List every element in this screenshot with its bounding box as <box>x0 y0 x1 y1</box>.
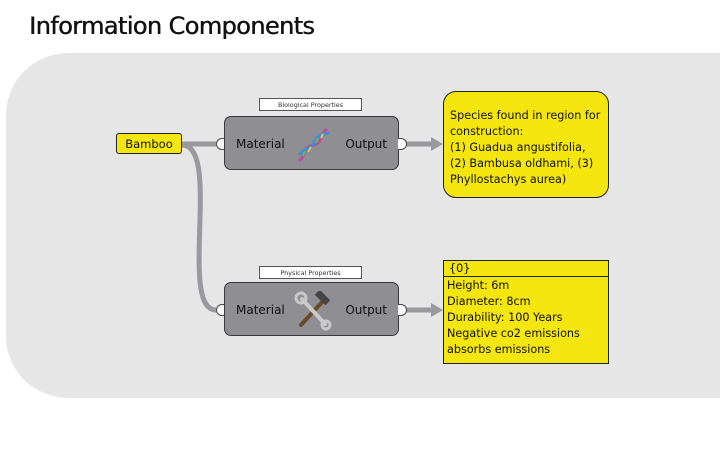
value-line: Height: 6m <box>447 279 510 292</box>
canvas[interactable] <box>6 53 720 398</box>
biological-output-label: Output <box>345 137 387 151</box>
value-line: Negative co2 emissions <box>447 327 580 340</box>
species-note-panel[interactable]: Species found in region for construction… <box>443 91 609 198</box>
physical-caption: Physical Properties <box>259 266 362 279</box>
species-line: Phyllostachys aurea) <box>450 173 567 186</box>
bamboo-input-panel[interactable]: Bamboo <box>116 133 182 154</box>
value-line: absorbs emissions <box>447 343 551 356</box>
dna-icon <box>297 127 330 163</box>
species-line: (1) Guadua angustifolia, <box>450 141 586 154</box>
biological-output-port[interactable] <box>398 138 407 150</box>
physical-output-label: Output <box>345 303 387 317</box>
panel-path-header: {0} <box>444 261 608 277</box>
physical-input-label: Material <box>236 303 285 317</box>
biological-input-port[interactable] <box>216 138 225 150</box>
value-line: Diameter: 8cm <box>447 295 531 308</box>
biological-properties-component[interactable]: Material Output <box>224 116 399 170</box>
hammer-wrench-icon <box>294 291 332 331</box>
value-line: Durability: 100 Years <box>447 311 563 324</box>
species-line: construction: <box>450 125 524 138</box>
species-line: Species found in region for <box>450 109 601 122</box>
biological-caption: Biological Properties <box>259 98 362 111</box>
physical-values-panel[interactable]: {0} Height: 6m Diameter: 8cm Durability:… <box>443 260 609 364</box>
panel-values-list[interactable]: Height: 6m Diameter: 8cm Durability: 100… <box>444 277 608 359</box>
bamboo-label: Bamboo <box>125 136 173 151</box>
physical-properties-component[interactable]: Material Output <box>224 282 399 336</box>
page-title: Information Components <box>29 12 315 40</box>
physical-output-port[interactable] <box>398 304 407 316</box>
biological-input-label: Material <box>236 137 285 151</box>
species-line: (2) Bambusa oldhami, (3) <box>450 157 594 170</box>
physical-input-port[interactable] <box>216 304 225 316</box>
